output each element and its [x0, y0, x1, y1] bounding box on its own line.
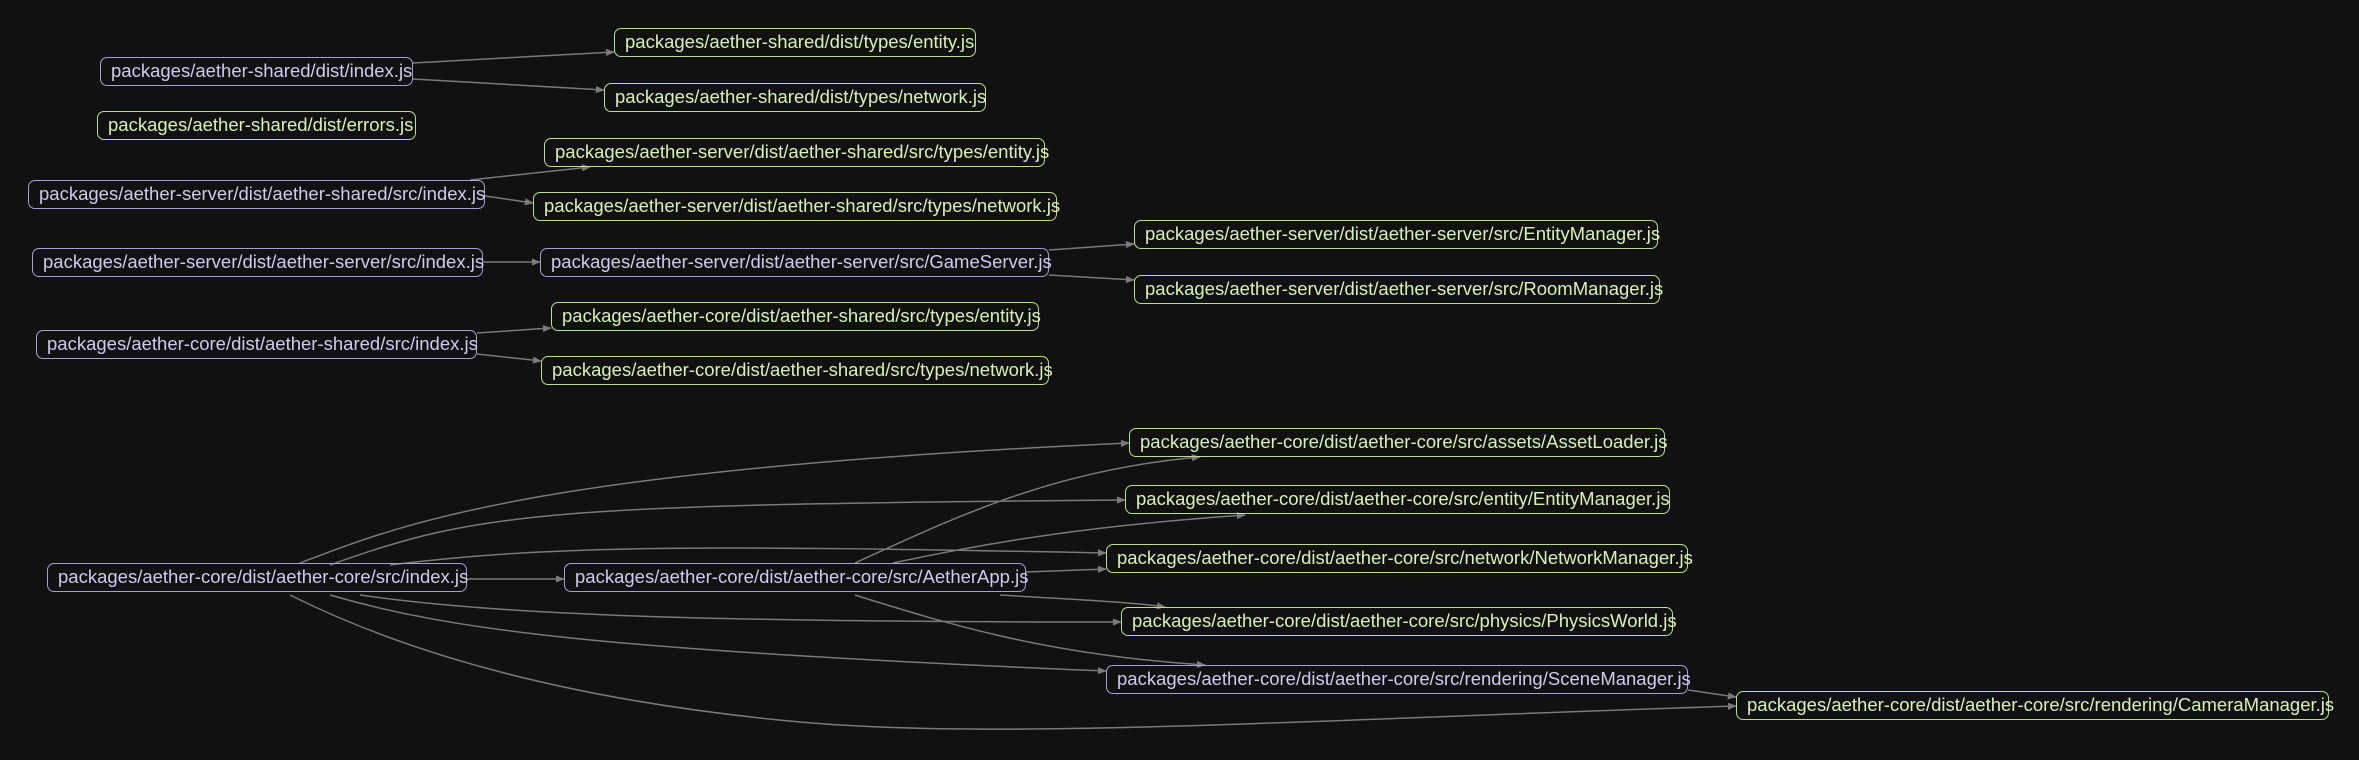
- file-node-shared-types-entity[interactable]: packages/aether-shared/dist/types/entity…: [614, 28, 976, 57]
- edge-core-index-to-core-physicsworld: [359, 594, 1122, 626]
- edge-core-index-to-core-assetloader: [299, 439, 1130, 564]
- file-node-core-entitymanager[interactable]: packages/aether-core/dist/aether-core/sr…: [1125, 485, 1670, 514]
- edge-core-shared-index-to-core-shared-entity: [476, 324, 552, 334]
- file-node-server-gameserver[interactable]: packages/aether-server/dist/aether-serve…: [540, 248, 1052, 277]
- file-node-core-scenemanager[interactable]: packages/aether-core/dist/aether-core/sr…: [1106, 665, 1691, 694]
- edge-core-aetherapp-to-core-scenemanager: [854, 594, 1206, 669]
- edge-core-aetherapp-to-core-networkmanager: [1025, 565, 1107, 573]
- edge-server-gameserver-to-server-roommanager: [1048, 274, 1135, 284]
- file-node-server-entitymanager[interactable]: packages/aether-server/dist/aether-serve…: [1134, 220, 1660, 249]
- edge-core-index-to-core-cameramanager: [289, 594, 1737, 730]
- edge-shared-index-to-shared-types-network: [412, 78, 605, 94]
- file-node-core-shared-index[interactable]: packages/aether-core/dist/aether-shared/…: [36, 330, 478, 359]
- file-node-core-cameramanager[interactable]: packages/aether-core/dist/aether-core/sr…: [1736, 691, 2334, 720]
- file-node-core-shared-network[interactable]: packages/aether-core/dist/aether-shared/…: [541, 356, 1053, 385]
- edge-core-index-to-core-entitymanager: [329, 496, 1126, 566]
- file-node-shared-errors[interactable]: packages/aether-shared/dist/errors.js: [97, 111, 416, 140]
- file-node-core-networkmanager[interactable]: packages/aether-core/dist/aether-core/sr…: [1106, 544, 1693, 573]
- file-node-core-aetherapp[interactable]: packages/aether-core/dist/aether-core/sr…: [564, 563, 1028, 592]
- edge-core-aetherapp-to-core-assetloader: [854, 454, 1201, 564]
- file-node-server-shared-network[interactable]: packages/aether-server/dist/aether-share…: [533, 192, 1060, 221]
- file-node-server-index[interactable]: packages/aether-server/dist/aether-serve…: [32, 248, 484, 277]
- edge-core-index-to-core-networkmanager: [389, 547, 1107, 566]
- file-node-shared-index[interactable]: packages/aether-shared/dist/index.js: [100, 57, 413, 86]
- edge-server-gameserver-to-server-entitymanager: [1048, 240, 1135, 251]
- file-node-server-shared-entity[interactable]: packages/aether-server/dist/aether-share…: [544, 138, 1049, 167]
- file-node-server-roommanager[interactable]: packages/aether-server/dist/aether-serve…: [1134, 275, 1663, 304]
- edge-server-shared-index-to-server-shared-entity: [469, 164, 591, 181]
- file-node-core-assetloader[interactable]: packages/aether-core/dist/aether-core/sr…: [1129, 428, 1668, 457]
- file-node-core-physicsworld[interactable]: packages/aether-core/dist/aether-core/sr…: [1121, 607, 1677, 636]
- file-node-shared-types-network[interactable]: packages/aether-shared/dist/types/networ…: [604, 83, 986, 112]
- file-node-core-index[interactable]: packages/aether-core/dist/aether-core/sr…: [47, 563, 468, 592]
- edge-core-aetherapp-to-core-physicsworld: [999, 594, 1166, 610]
- edge-shared-index-to-shared-types-entity: [412, 48, 615, 64]
- edge-core-index-to-core-scenemanager: [329, 594, 1107, 675]
- file-node-server-shared-index[interactable]: packages/aether-server/dist/aether-share…: [28, 180, 485, 209]
- edge-core-aetherapp-to-core-entitymanager: [892, 511, 1246, 564]
- edge-core-scenemanager-to-core-cameramanager: [1687, 689, 1737, 700]
- file-node-core-shared-entity[interactable]: packages/aether-core/dist/aether-shared/…: [551, 302, 1041, 331]
- edge-server-shared-index-to-server-shared-network: [484, 195, 534, 206]
- edge-core-shared-index-to-core-shared-network: [476, 353, 542, 364]
